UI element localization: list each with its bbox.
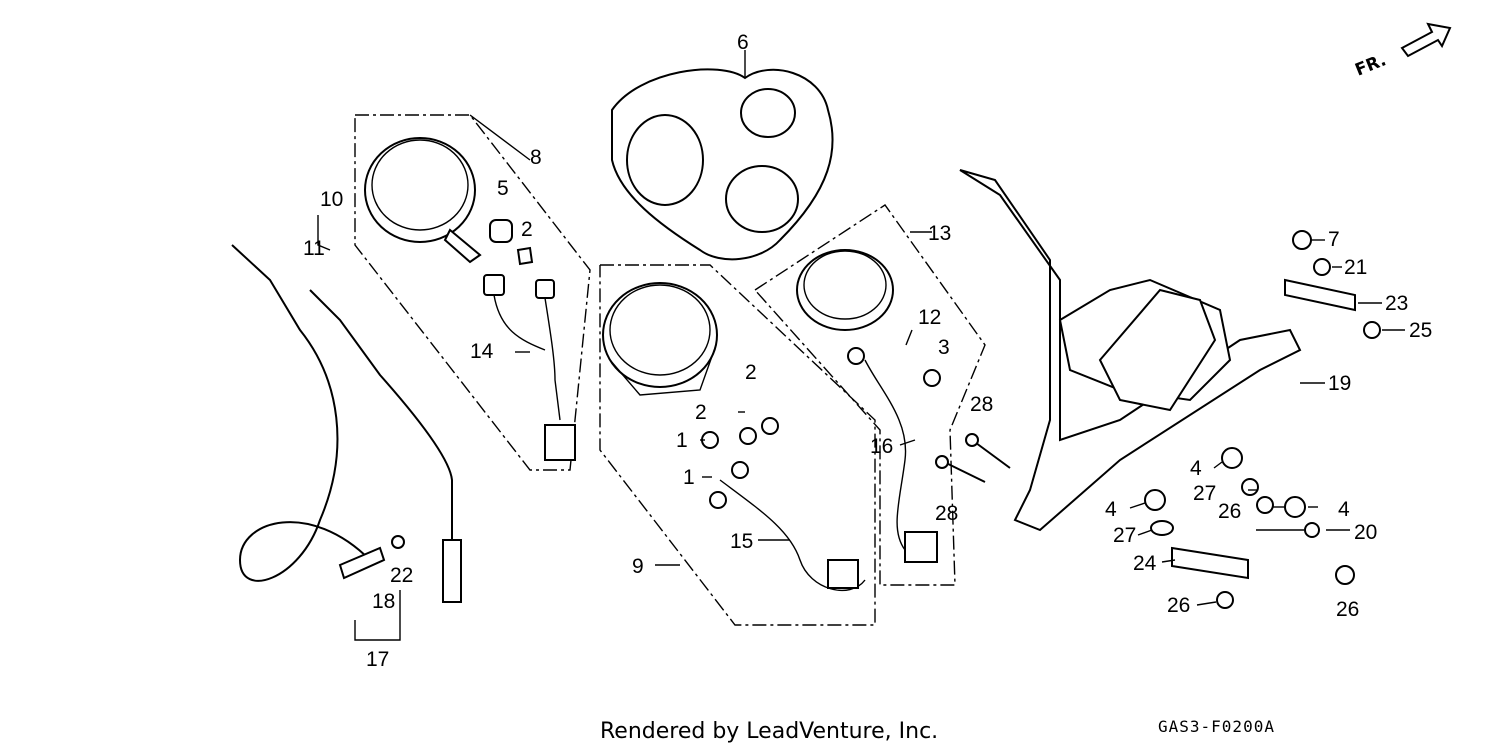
- callout-25: 25: [1409, 319, 1432, 342]
- bolts-28: [935, 433, 1011, 483]
- callout-27: 27: [1193, 482, 1216, 505]
- callout-13: 13: [928, 222, 951, 245]
- callout-26: 26: [1218, 500, 1241, 523]
- callout-12: 12: [918, 306, 941, 329]
- speedometer-cables: [231, 215, 462, 641]
- callout-23: 23: [1385, 292, 1408, 315]
- callout-2: 2: [745, 361, 757, 384]
- callout-2: 2: [695, 401, 707, 424]
- group-outline-9: [599, 264, 876, 626]
- front-arrow-label: FR.: [1352, 50, 1389, 80]
- drawing-code: GAS3-F0200A: [1158, 717, 1275, 736]
- callout-26: 26: [1167, 594, 1190, 617]
- group-outline-13: [754, 204, 986, 586]
- callout-27: 27: [1113, 524, 1136, 547]
- callout-18: 18: [372, 590, 395, 613]
- callout-15: 15: [730, 530, 753, 553]
- callout-7: 7: [1328, 228, 1340, 251]
- callout-16: 16: [870, 435, 893, 458]
- callout-1: 1: [683, 466, 695, 489]
- rendered-by-credit: Rendered by LeadVenture, Inc.: [600, 719, 938, 744]
- callout-22: 22: [390, 564, 413, 587]
- callout-1: 1: [676, 429, 688, 452]
- meter-visor: [611, 50, 834, 261]
- callout-21: 21: [1344, 256, 1367, 279]
- callout-28: 28: [970, 393, 993, 416]
- speedometer-assembly: [602, 282, 866, 591]
- callout-17: 17: [366, 648, 389, 671]
- callout-9: 9: [632, 555, 644, 578]
- callout-labels: 6 8 5 2 10 11 14 13 12 3 7 21 23 25 19 2…: [303, 31, 1432, 671]
- callout-24: 24: [1133, 552, 1157, 575]
- callout-8: 8: [530, 146, 542, 169]
- hardware-small-parts: [1144, 230, 1381, 609]
- callout-3: 3: [938, 336, 950, 359]
- callout-14: 14: [470, 340, 494, 363]
- tachometer-assembly: [364, 137, 576, 461]
- callout-2: 2: [521, 218, 533, 241]
- meter-stay-bracket: [959, 169, 1302, 532]
- callout-28: 28: [935, 502, 958, 525]
- indicator-meter-assembly: [796, 249, 941, 563]
- callout-4: 4: [1190, 457, 1202, 480]
- callout-5: 5: [497, 177, 509, 200]
- leader-lines: [515, 231, 1405, 606]
- callout-19: 19: [1328, 372, 1351, 395]
- callout-10: 10: [320, 188, 343, 211]
- front-direction-indicator: FR.: [1352, 22, 1452, 81]
- callout-26: 26: [1336, 598, 1359, 621]
- callout-4: 4: [1105, 498, 1117, 521]
- callout-11: 11: [303, 237, 325, 260]
- group-outline-8: [354, 114, 591, 471]
- callout-20: 20: [1354, 521, 1377, 544]
- callout-6: 6: [737, 31, 749, 54]
- callout-4: 4: [1338, 498, 1350, 521]
